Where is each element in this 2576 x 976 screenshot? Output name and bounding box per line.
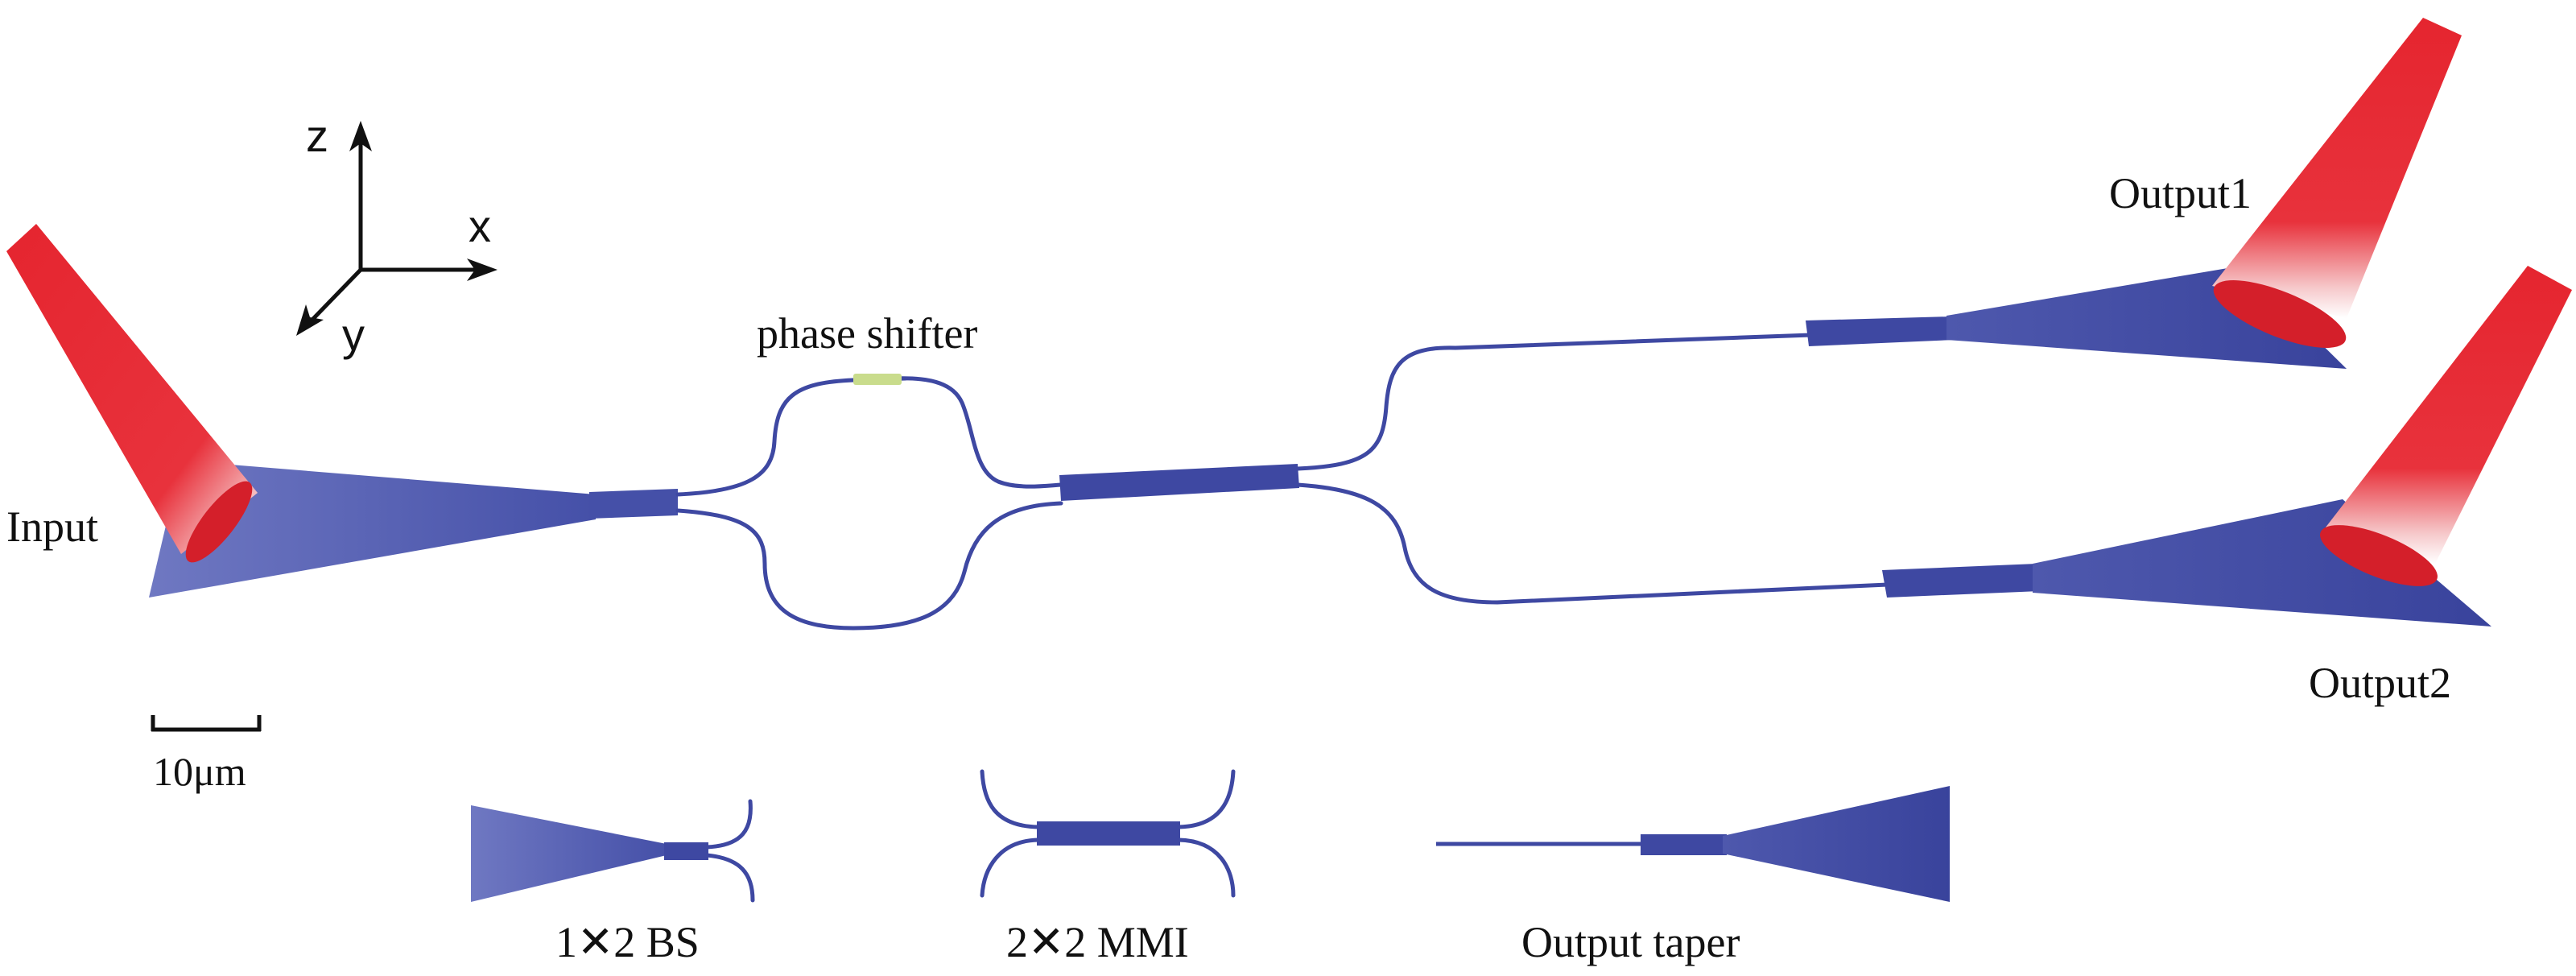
bs-upper-arm [675, 378, 856, 497]
coordinate-axes [296, 121, 497, 336]
y-axis [308, 268, 362, 324]
label-input: Input [6, 502, 98, 551]
legend-mmi-component [980, 769, 1236, 898]
legend-taper-component [1436, 786, 1950, 902]
main-circuit [149, 266, 2491, 631]
output1-beam [2212, 18, 2462, 348]
label-output1: Output1 [2109, 169, 2252, 217]
axis-label-z: z [306, 110, 328, 161]
legend-bs-component [471, 799, 755, 903]
output1-taper-neck [1806, 316, 1955, 346]
label-phase-shifter: phase shifter [757, 309, 977, 358]
x-axis-arrowhead [467, 258, 497, 281]
input-taper [149, 461, 596, 598]
scale-bar-label: 10μm [153, 749, 246, 794]
bs-lower-arm [675, 508, 856, 631]
phase-shifter [853, 374, 902, 385]
legend-label-bs: 1✕2 BS [555, 918, 700, 966]
z-axis-arrowhead [349, 121, 372, 151]
axis-label-y: y [342, 309, 365, 360]
output2-beam [2320, 266, 2572, 586]
label-output2: Output2 [2309, 659, 2451, 707]
scale-bar [151, 715, 262, 732]
output2-taper-neck [1882, 564, 2040, 598]
mmi-upper-output [1295, 333, 1814, 471]
input-beam [6, 224, 258, 563]
mmi-block [1059, 464, 1299, 501]
y-axis-arrowhead [296, 304, 324, 336]
axis-label-x: x [469, 201, 491, 251]
legend-label-mmi: 2✕2 MMI [1006, 918, 1189, 966]
mzi-upper-arm [851, 376, 1063, 489]
mzi-lower-arm [851, 501, 1063, 631]
input-taper-neck [589, 489, 678, 519]
mmi-lower-output [1295, 482, 1890, 605]
legend-label-taper: Output taper [1521, 918, 1740, 966]
